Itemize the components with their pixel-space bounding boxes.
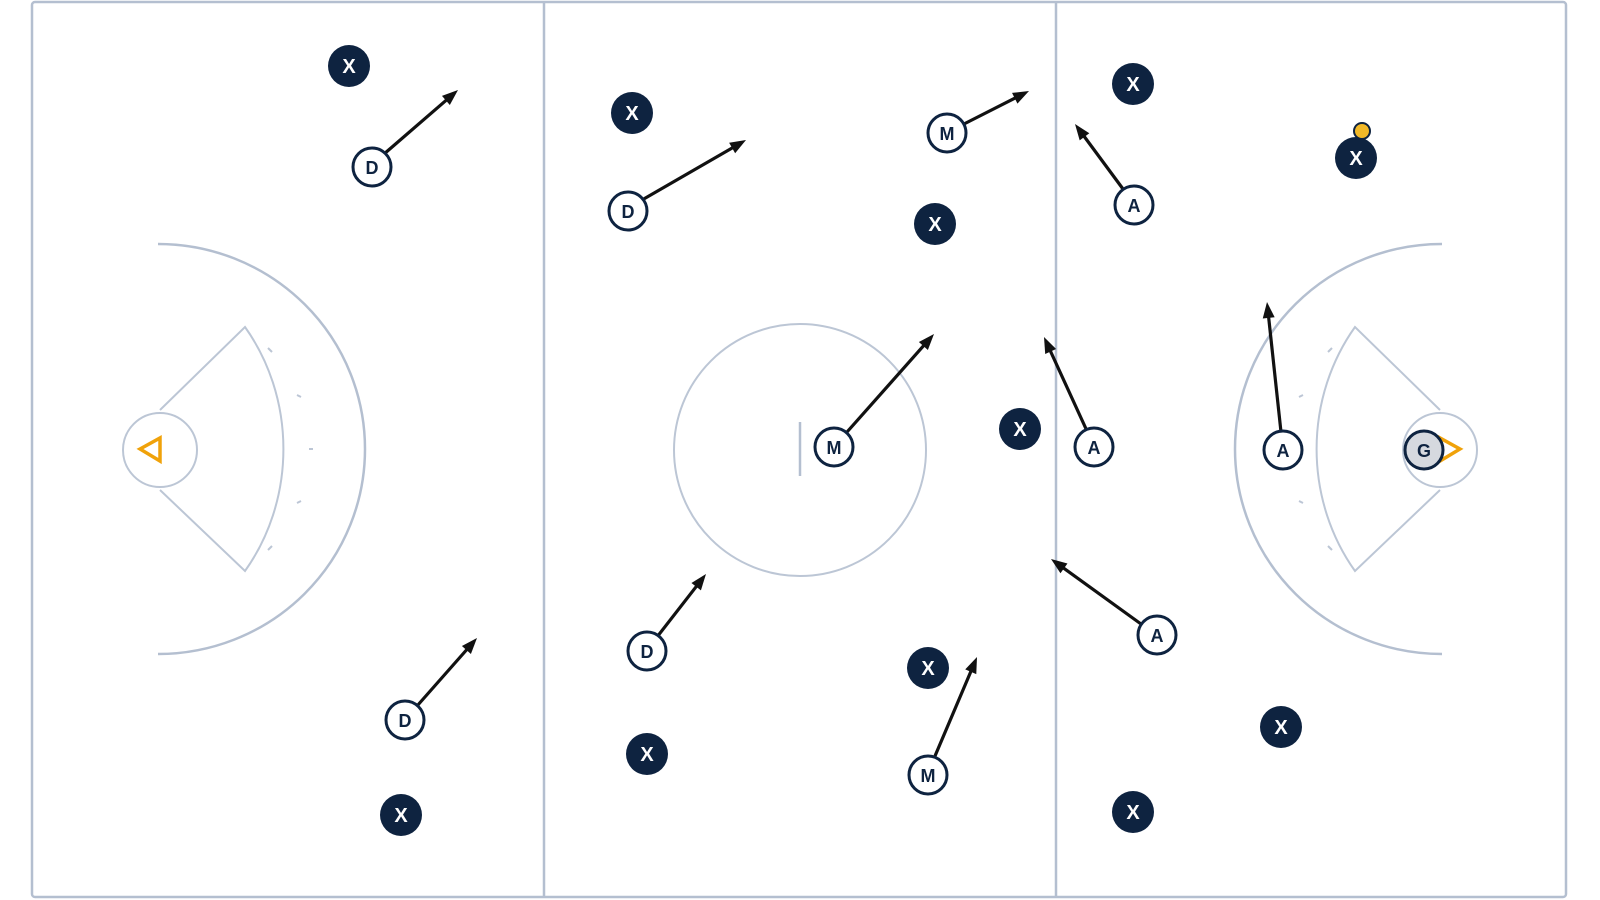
opponent-marker[interactable]: X <box>914 203 956 245</box>
opponent-marker[interactable]: X <box>380 794 422 836</box>
right-arc <box>1233 242 1443 656</box>
defense-player[interactable]: D <box>607 190 649 232</box>
defense-player-label: D <box>399 711 412 731</box>
midfield-player[interactable]: M <box>907 754 949 796</box>
opponent-label: X <box>1126 74 1140 96</box>
goalie-label: G <box>1417 441 1431 461</box>
opponent-label: X <box>342 56 356 78</box>
left-goal-icon <box>136 435 162 465</box>
opponent-label: X <box>394 805 408 827</box>
opponent-marker[interactable]: X <box>1260 706 1302 748</box>
attack-player-label: A <box>1088 438 1101 458</box>
midfield-player-label: M <box>921 766 936 786</box>
movement-arrow-icon <box>845 334 934 434</box>
left-crease <box>122 412 198 488</box>
movement-arrow-icon <box>641 140 746 202</box>
movement-arrow-icon <box>1051 559 1142 626</box>
opponent-marker[interactable]: X <box>1112 791 1154 833</box>
opponent-label: X <box>1013 419 1027 441</box>
movement-arrow-icon <box>1044 337 1089 432</box>
opponent-label: X <box>921 658 935 680</box>
opponent-label: X <box>625 103 639 125</box>
opponent-label: X <box>640 744 654 766</box>
opponent-marker[interactable]: X <box>907 647 949 689</box>
movement-arrow-icon <box>1262 302 1283 433</box>
opponent-label: X <box>1126 802 1140 824</box>
opponent-label: X <box>928 214 942 236</box>
opponent-marker[interactable]: X <box>999 408 1041 450</box>
midfield-player[interactable]: M <box>813 426 855 468</box>
field-boundary <box>30 0 1568 899</box>
center-circle <box>673 323 927 577</box>
ball-icon <box>1353 122 1371 140</box>
movement-arrow-icon <box>382 90 458 156</box>
defense-player-label: D <box>641 642 654 662</box>
attack-player-label: A <box>1277 441 1290 461</box>
opponent-label: X <box>1349 148 1363 170</box>
opponent-marker[interactable]: X <box>1112 63 1154 105</box>
right-crease-wedge <box>1315 325 1441 573</box>
attack-player[interactable]: A <box>1073 426 1115 468</box>
opponent-marker[interactable]: X <box>1335 137 1377 179</box>
attack-player[interactable]: A <box>1136 614 1178 656</box>
own-players: D D D D M M M A A A A <box>351 112 1304 796</box>
midfield-player-label: M <box>827 438 842 458</box>
movement-arrow-icon <box>415 638 477 708</box>
right-crease <box>1402 412 1478 488</box>
movement-arrows <box>382 90 1283 757</box>
defense-player[interactable]: D <box>626 630 668 672</box>
goalie-player[interactable]: G <box>1403 429 1445 471</box>
defense-player-label: D <box>366 158 379 178</box>
opponent-marker[interactable]: X <box>626 733 668 775</box>
movement-arrow-icon <box>1075 124 1125 190</box>
attack-player-label: A <box>1151 626 1164 646</box>
attack-player-label: A <box>1128 196 1141 216</box>
midfield-player-label: M <box>940 124 955 144</box>
defense-player[interactable]: D <box>384 699 426 741</box>
left-arc <box>157 242 367 656</box>
movement-arrow-icon <box>961 91 1029 127</box>
midfield-player[interactable]: M <box>926 112 968 154</box>
defense-player[interactable]: D <box>351 146 393 188</box>
left-wedge-ticks <box>267 347 313 551</box>
opponent-marker[interactable]: X <box>328 45 370 87</box>
attack-player[interactable]: A <box>1262 429 1304 471</box>
left-crease-wedge <box>159 325 285 573</box>
defense-player-label: D <box>622 202 635 222</box>
attack-player[interactable]: A <box>1113 184 1155 226</box>
movement-arrow-icon <box>933 657 977 757</box>
opponent-marker[interactable]: X <box>611 92 653 134</box>
opponent-label: X <box>1274 717 1288 739</box>
movement-arrow-icon <box>655 574 706 638</box>
opponent-players: X X X X X X X X X X X <box>328 45 1377 836</box>
